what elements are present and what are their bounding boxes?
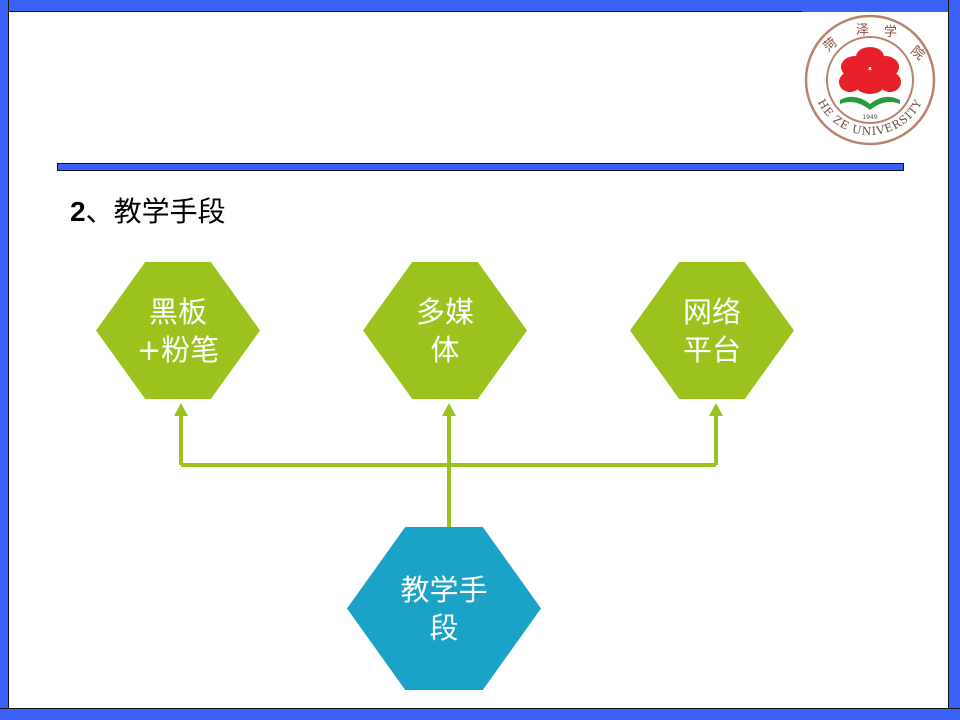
heading-text: 、教学手段 bbox=[85, 195, 226, 228]
heading-number: 2 bbox=[70, 196, 86, 227]
node-label: 多媒体 bbox=[415, 294, 474, 367]
frame-top bbox=[0, 0, 960, 12]
frame-bottom bbox=[0, 708, 960, 720]
node-label: 黑板+粉笔 bbox=[136, 294, 220, 367]
frame-top-notch bbox=[802, 0, 948, 13]
frame-right bbox=[948, 0, 960, 720]
university-logo: 1949 菏 泽 学 院 HE ZE UNIVERSITY bbox=[804, 14, 936, 146]
title-rule bbox=[57, 163, 904, 171]
slide-heading: 2、教学手段 bbox=[70, 190, 226, 230]
svg-text:1949: 1949 bbox=[862, 114, 877, 121]
svg-text:泽: 泽 bbox=[856, 23, 869, 38]
svg-text:学: 学 bbox=[884, 24, 897, 40]
arrowhead-left bbox=[174, 403, 188, 416]
frame-left bbox=[0, 0, 9, 720]
node-label: 教学手段 bbox=[400, 572, 488, 645]
arrowhead-right bbox=[709, 403, 723, 416]
arrowhead-middle bbox=[442, 403, 456, 416]
node-label: 网络平台 bbox=[682, 294, 741, 367]
